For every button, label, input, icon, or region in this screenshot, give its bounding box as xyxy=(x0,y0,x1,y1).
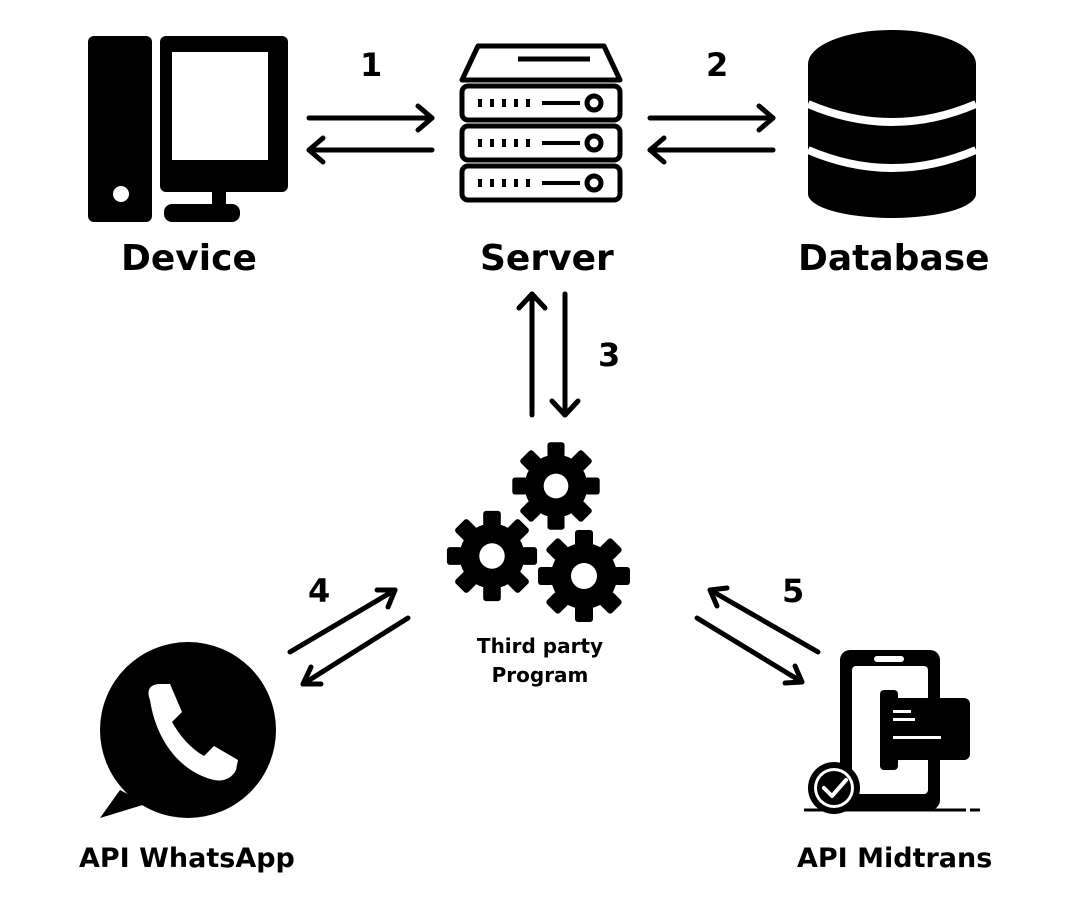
step-number-5: 5 xyxy=(782,572,805,610)
step-number-3: 3 xyxy=(598,336,621,374)
step-number-1: 1 xyxy=(360,46,383,84)
third-party-label-line1: Third party xyxy=(476,634,604,658)
api-whatsapp-label: API WhatsApp xyxy=(79,843,295,874)
arrow-thirdparty-to-whatsapp xyxy=(300,615,411,687)
arrow-device-to-server xyxy=(306,103,435,133)
third-party-label-line2: Program xyxy=(491,663,589,687)
arrow-thirdparty-to-server xyxy=(516,291,548,418)
server-rack-icon xyxy=(459,43,623,203)
database-cylinder-icon xyxy=(806,30,978,218)
server-label: Server xyxy=(480,238,614,279)
device-label: Device xyxy=(121,238,257,279)
arrow-thirdparty-to-midtrans xyxy=(694,615,805,686)
arrow-server-to-device xyxy=(306,135,435,165)
arrow-whatsapp-to-thirdparty xyxy=(287,587,398,655)
arrow-midtrans-to-thirdparty xyxy=(707,585,821,655)
step-number-4: 4 xyxy=(308,572,331,610)
arrows xyxy=(287,103,821,687)
database-label: Database xyxy=(798,238,990,279)
arrow-server-to-thirdparty xyxy=(549,291,581,418)
gears-icon xyxy=(446,442,630,622)
step-number-2: 2 xyxy=(706,46,729,84)
arrow-server-to-database xyxy=(647,103,776,133)
api-midtrans-label: API Midtrans xyxy=(797,843,993,874)
arrow-database-to-server xyxy=(647,135,776,165)
third-party-label: Third party Program xyxy=(460,632,620,690)
mobile-payment-icon xyxy=(804,650,980,814)
whatsapp-icon xyxy=(100,642,276,818)
desktop-computer-icon xyxy=(88,36,288,222)
